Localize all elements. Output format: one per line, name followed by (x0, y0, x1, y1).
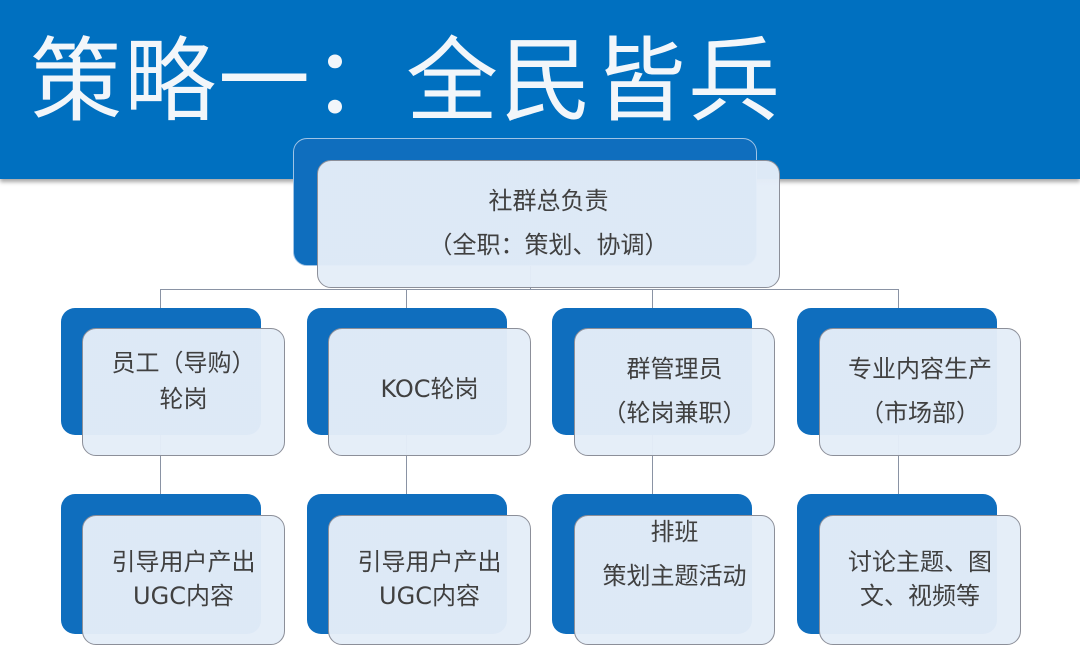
connector-role-2 (406, 289, 407, 309)
duty-4-line-2: 文、视频等 (860, 582, 980, 610)
connector-role-1 (160, 289, 161, 309)
duty-3-line-1: 排班 (650, 518, 699, 546)
connector-duty-2 (406, 435, 407, 495)
connector-role-4 (898, 289, 899, 309)
role-4-line-1: 专业内容生产 (848, 355, 992, 383)
role-node-3: 群管理员 （轮岗兼职） (574, 328, 775, 456)
duty-node-3: 排班 策划主题活动 (574, 515, 775, 645)
duty-1-line-1: 引导用户产出 (111, 548, 256, 576)
role-2-line-1: KOC轮岗 (380, 375, 479, 403)
slide-title: 策略一：全民皆兵 (30, 28, 783, 135)
duty-3-line-2: 策划主题活动 (602, 562, 747, 590)
duty-4-line-1: 讨论主题、图 (848, 548, 992, 576)
role-node-1: 员工（导购） 轮岗 (82, 328, 285, 456)
duty-2-line-1: 引导用户产出 (357, 548, 502, 576)
duty-node-2: 引导用户产出 UGC内容 (328, 515, 531, 645)
connector-horizontal-bar (160, 289, 899, 290)
connector-role-3 (652, 289, 653, 309)
duty-node-4: 讨论主题、图 文、视频等 (819, 515, 1021, 645)
duty-1-line-2: UGC内容 (133, 582, 234, 610)
root-node-line-2: （全职：策划、协调） (428, 231, 669, 259)
connector-duty-4 (898, 435, 899, 495)
role-4-line-2: （市场部） (860, 399, 980, 427)
role-node-4: 专业内容生产 （市场部） (819, 328, 1021, 456)
root-node-line-1: 社群总负责 (488, 187, 609, 215)
root-node: 社群总负责 （全职：策划、协调） (317, 160, 780, 288)
role-1-line-2: 轮岗 (159, 385, 208, 413)
role-3-line-2: （轮岗兼职） (602, 399, 747, 427)
connector-duty-3 (652, 435, 653, 495)
duty-node-1: 引导用户产出 UGC内容 (82, 515, 285, 645)
role-1-line-1: 员工（导购） (111, 349, 256, 377)
connector-duty-1 (160, 435, 161, 495)
duty-2-line-2: UGC内容 (379, 582, 480, 610)
role-node-2: KOC轮岗 (328, 328, 531, 456)
role-3-line-1: 群管理员 (626, 355, 723, 383)
